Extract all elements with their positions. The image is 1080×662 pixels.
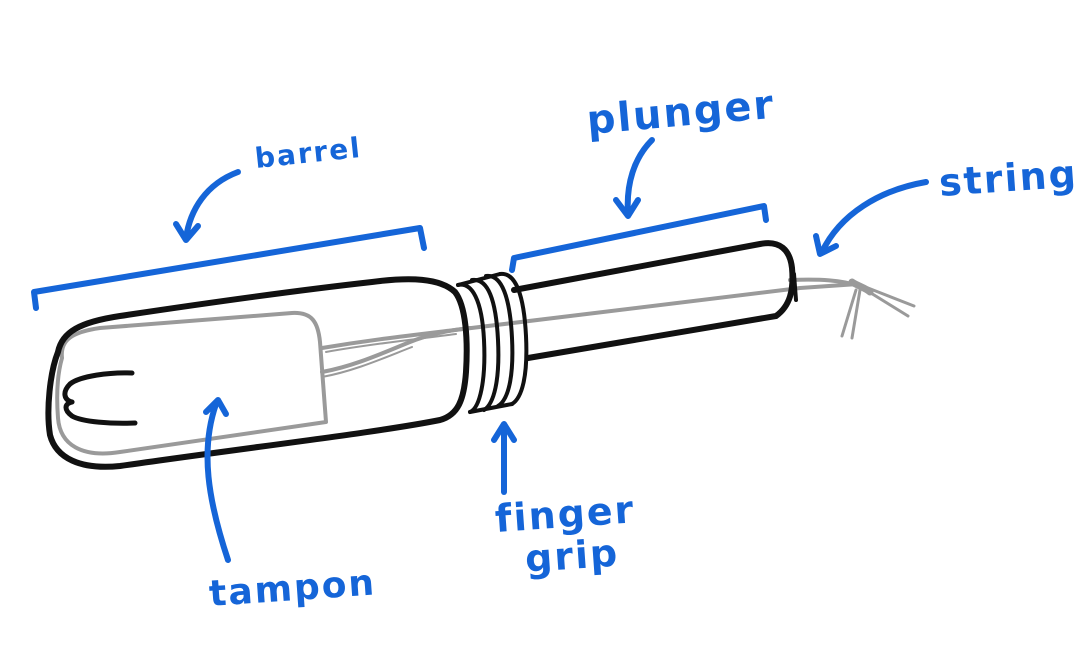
plunger-label: plunger	[585, 82, 777, 144]
tampon-body	[55, 310, 328, 456]
plunger-drawing	[511, 240, 798, 361]
finger-grip-label-line2: grip	[524, 531, 621, 581]
barrel-outline	[45, 276, 470, 470]
tampon-arrowhead	[203, 397, 229, 417]
plunger-arrow	[624, 137, 655, 217]
barrel-petal-top	[62, 370, 135, 405]
barrel-arrowhead	[173, 221, 201, 243]
string-tassel-2	[850, 288, 862, 340]
barrel-petal-bottom	[63, 399, 138, 426]
string-arrow	[819, 179, 929, 255]
plunger-arrowhead	[613, 197, 641, 219]
plunger-outline	[511, 240, 796, 361]
tampon-label: tampon	[208, 562, 378, 615]
annotations	[31, 137, 929, 563]
string-tassel-4	[866, 286, 916, 308]
tampon-string-loop	[320, 326, 472, 374]
finger-grip-arrowhead	[491, 421, 517, 443]
tampon-drawing	[55, 282, 860, 456]
plunger-bracket	[509, 203, 769, 273]
tampon-arrow	[204, 401, 231, 563]
finger-grip-drawing	[456, 271, 529, 414]
string-label: string	[938, 151, 1080, 205]
string-arrowhead	[813, 233, 839, 257]
barrel-bracket	[31, 225, 427, 311]
string-drawing	[788, 277, 916, 340]
plunger-end	[792, 272, 798, 302]
finger-grip-label-line1: finger	[494, 487, 637, 541]
string-tassel-3	[864, 288, 910, 318]
string-tassel-1	[840, 288, 858, 338]
barrel-label: barrel	[253, 131, 363, 175]
barrel-arrow	[183, 169, 241, 241]
barrel-drawing	[45, 276, 470, 470]
